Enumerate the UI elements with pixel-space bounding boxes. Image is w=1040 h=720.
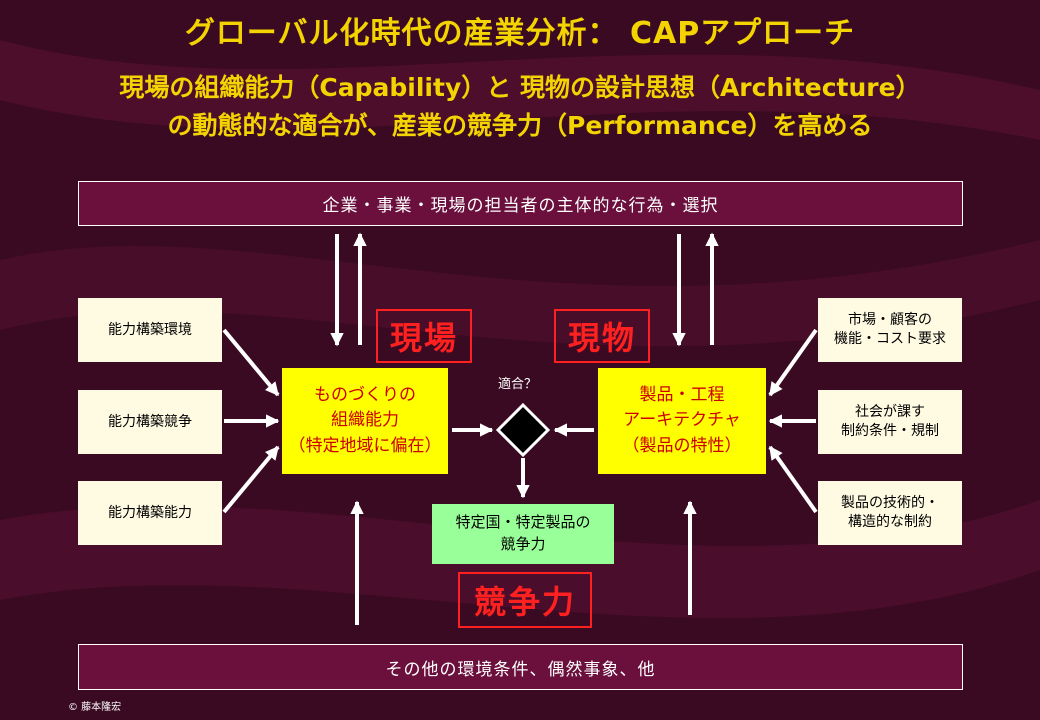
- label-genbutsu: 現物: [554, 309, 650, 363]
- competitiveness-box: 特定国・特定製品の 競争力: [432, 504, 614, 564]
- subtitle-line-2: の動態的な適合が、産業の競争力（Performance）を高める: [167, 111, 873, 140]
- subtitle-line-1: 現場の組織能力（Capability）と 現物の設計思想（Architectur…: [119, 73, 921, 102]
- left-box-competition: 能力構築競争: [78, 390, 222, 454]
- copyright: © 藤本隆宏: [68, 702, 122, 713]
- left-box-environment: 能力構築環境: [78, 298, 222, 362]
- top-band: 企業・事業・現場の担当者の主体的な行為・選択: [78, 181, 963, 226]
- capability-box: ものづくりの 組織能力 （特定地域に偏在）: [282, 368, 448, 474]
- right-box-market: 市場・顧客の 機能・コスト要求: [818, 298, 962, 362]
- right-box-technical: 製品の技術的・ 構造的な制約: [818, 481, 962, 545]
- right-box-regulation: 社会が課す 制約条件・規制: [818, 390, 962, 454]
- left-box-capability: 能力構築能力: [78, 481, 222, 545]
- page-title: グローバル化時代の産業分析： CAPアプローチ: [184, 16, 856, 51]
- architecture-box: 製品・工程 アーキテクチャ （製品の特性）: [598, 368, 766, 474]
- bottom-band: その他の環境条件、偶然事象、他: [78, 644, 963, 690]
- label-genba: 現場: [376, 309, 472, 363]
- label-kyosoryoku: 競争力: [458, 572, 592, 628]
- fit-label: 適合？: [498, 377, 538, 392]
